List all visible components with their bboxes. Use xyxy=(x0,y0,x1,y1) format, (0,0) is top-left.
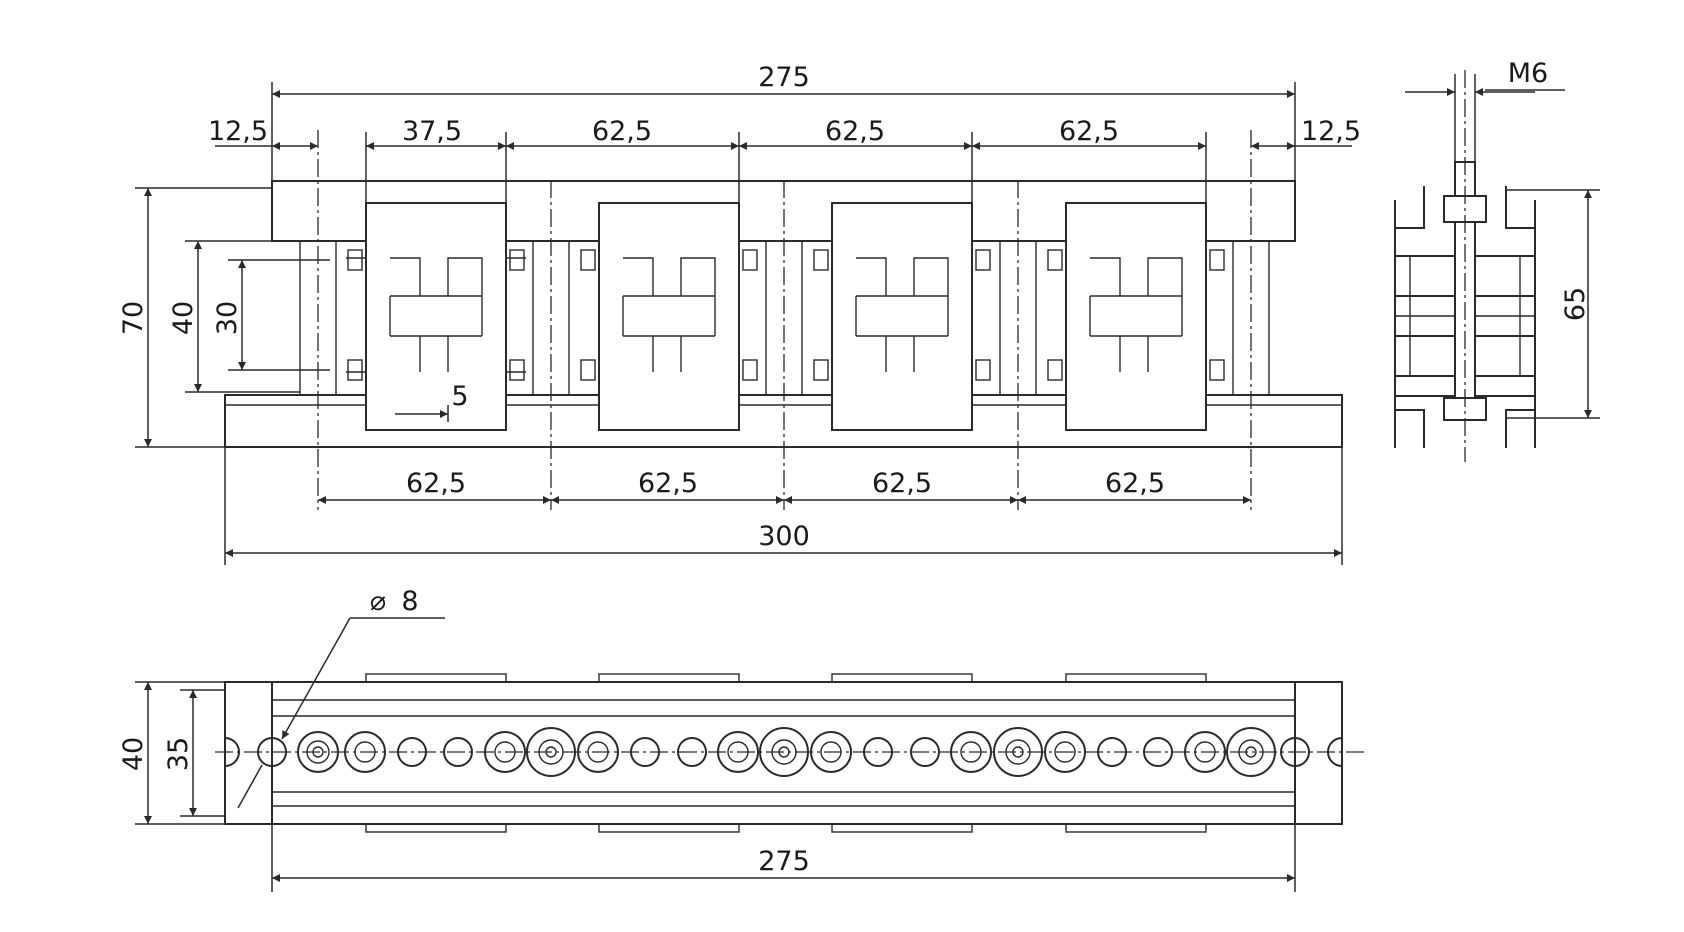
dim-left-margin: 12,5 xyxy=(208,116,268,147)
dim-pitch-bottom-3: 62,5 xyxy=(872,468,932,499)
dim-first-gap: 37,5 xyxy=(402,116,462,147)
dim-right-margin: 12,5 xyxy=(1301,116,1361,147)
dim-plan-width-outer: 40 xyxy=(118,737,149,771)
dim-pitch-bottom-2: 62,5 xyxy=(638,468,698,499)
dim-overall-base: 300 xyxy=(758,521,810,552)
front-view: 275 12,5 37,5 62,5 62,5 62,5 12,5 62,5 6… xyxy=(118,62,1361,565)
terminal-block-2 xyxy=(580,202,758,431)
dim-pitch-top-2: 62,5 xyxy=(825,116,885,147)
dim-pitch-bottom-4: 62,5 xyxy=(1105,468,1165,499)
dim-pitch-bottom-1: 62,5 xyxy=(406,468,466,499)
dim-thread-size: M6 xyxy=(1508,58,1548,89)
plan-view: ⌀ 8 40 35 275 xyxy=(118,586,1365,892)
terminal-block-4 xyxy=(1047,202,1225,431)
dim-plan-width-inner: 35 xyxy=(163,737,194,771)
dim-pitch-top-3: 62,5 xyxy=(1059,116,1119,147)
dim-plan-length: 275 xyxy=(758,846,810,877)
dim-pitch-top-1: 62,5 xyxy=(592,116,652,147)
dim-side-height: 65 xyxy=(1560,287,1591,321)
plan-block-tabs xyxy=(365,673,1207,833)
dim-hole-diameter-symbol: ⌀ xyxy=(370,586,386,617)
dim-total-height: 70 xyxy=(118,301,149,335)
dim-inner-height: 30 xyxy=(212,301,243,335)
side-view: M6 65 xyxy=(1394,58,1600,462)
front-center-lines xyxy=(317,130,1252,510)
front-dimension-lines xyxy=(144,90,1352,557)
dim-slot-width: 5 xyxy=(451,381,468,412)
dim-rail-height: 40 xyxy=(168,301,199,335)
front-extension-lines xyxy=(135,82,1343,565)
dim-hole-diameter: 8 xyxy=(401,586,418,617)
dim-top-overall: 275 xyxy=(758,62,810,93)
terminal-block-1 xyxy=(346,202,526,431)
terminal-block-3 xyxy=(813,202,991,431)
